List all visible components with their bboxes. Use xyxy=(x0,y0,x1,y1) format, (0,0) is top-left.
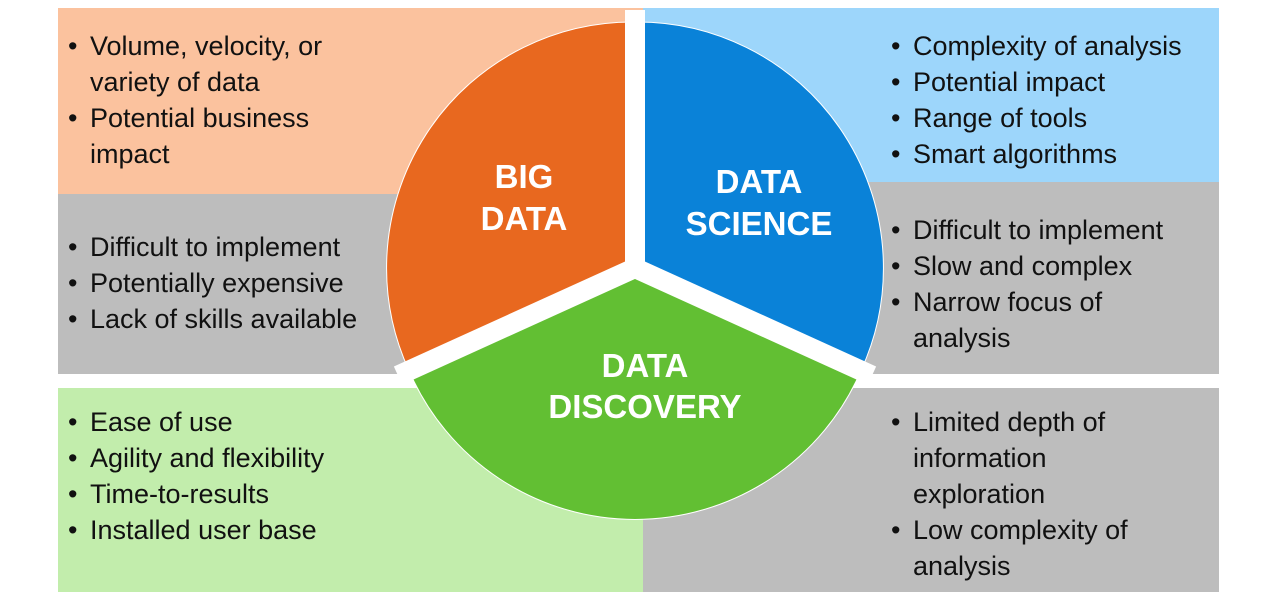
bullet-item: Potential impact xyxy=(891,64,1221,100)
bullet-item: Agility and flexibility xyxy=(68,440,398,476)
bullet-item: Volume, velocity, or variety of data xyxy=(68,28,398,100)
data-science-segment xyxy=(634,21,884,372)
big-data-label-line2: DATA xyxy=(481,200,568,237)
bullet-item: Smart algorithms xyxy=(891,136,1221,172)
big-data-segment xyxy=(386,21,636,372)
bullet-item: Lack of skills available xyxy=(68,301,398,337)
data-discovery-cons-list: Limited depth of information exploration… xyxy=(891,404,1221,584)
data-science-cons-list: Difficult to implementSlow and complexNa… xyxy=(891,212,1221,356)
bullet-item: Range of tools xyxy=(891,100,1221,136)
bullet-item: Narrow focus of analysis xyxy=(891,284,1221,356)
data-discovery-label-line2: DISCOVERY xyxy=(548,388,741,425)
bullet-item: Potential business impact xyxy=(68,100,398,172)
bullet-item: Ease of use xyxy=(68,404,398,440)
bullet-item: Slow and complex xyxy=(891,248,1221,284)
big-data-cons-list: Difficult to implementPotentially expens… xyxy=(68,229,398,337)
bullet-item: Difficult to implement xyxy=(891,212,1221,248)
data-science-pros-list: Complexity of analysisPotential impactRa… xyxy=(891,28,1221,172)
bullet-item: Complexity of analysis xyxy=(891,28,1221,64)
bullet-item: Difficult to implement xyxy=(68,229,398,265)
data-discovery-pros-list: Ease of useAgility and flexibilityTime-t… xyxy=(68,404,398,548)
segment-separators xyxy=(393,10,877,385)
data-discovery-label-line1: DATA xyxy=(602,347,689,384)
bullet-item: Potentially expensive xyxy=(68,265,398,301)
big-data-pros-list: Volume, velocity, or variety of dataPote… xyxy=(68,28,398,172)
data-science-label-line2: SCIENCE xyxy=(686,205,833,242)
bullet-item: Limited depth of information exploration xyxy=(891,404,1221,512)
data-discovery-segment xyxy=(408,267,862,520)
bullet-item: Installed user base xyxy=(68,512,398,548)
bullet-item: Low complexity of analysis xyxy=(891,512,1221,584)
big-data-label-line1: BIG xyxy=(495,158,554,195)
data-science-label-line1: DATA xyxy=(716,163,803,200)
bullet-item: Time-to-results xyxy=(68,476,398,512)
